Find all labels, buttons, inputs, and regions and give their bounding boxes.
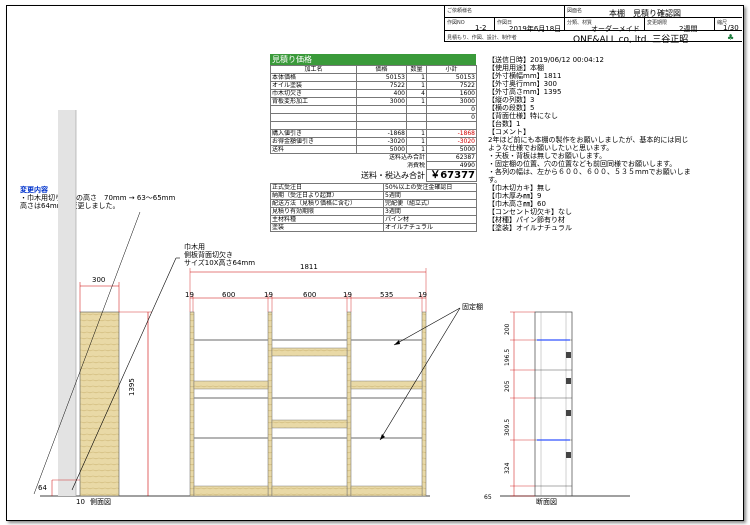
category-cell: 分類、材質 オーダーメイド bbox=[565, 18, 645, 33]
bay-dim: 535 bbox=[380, 291, 394, 299]
fixed-shelf bbox=[350, 380, 423, 390]
maker: ONE&ALL co,.ltd. 三谷正昭 bbox=[573, 35, 689, 45]
spec-line: 【コンセント切欠キ】なし bbox=[488, 208, 572, 216]
bay-dim: 600 bbox=[303, 291, 317, 299]
section-fixed-marks bbox=[537, 339, 570, 441]
spec-line: 【塗装】オイルナチュラル bbox=[488, 224, 572, 232]
spec-line: 【外寸奥行mm】300 bbox=[488, 80, 557, 88]
drawing-name-cell: 図面名 本棚 見積り確認図 bbox=[565, 6, 742, 18]
upright bbox=[267, 311, 273, 497]
drawing-no-caption: 作図NO bbox=[447, 20, 465, 26]
spec-line: 【巾木高さ㎜】60 bbox=[488, 200, 546, 208]
dim-width: 1811 bbox=[300, 263, 318, 271]
spec-line: 【横の段数】5 bbox=[488, 104, 535, 112]
spec-line: 【材種】パイン節有り材 bbox=[488, 216, 565, 224]
adjustable-shelves bbox=[194, 339, 422, 439]
title-block: ご依頼様名 図面名 本棚 見積り確認図 作図NO 1-2 作図日 2019年6月… bbox=[444, 6, 742, 45]
total-row: 送料・税込み合計￥67377 bbox=[361, 169, 477, 182]
company-cell: ご依頼様名 bbox=[445, 6, 565, 18]
logo-icon: ♣ bbox=[727, 33, 735, 42]
upright bbox=[189, 311, 195, 497]
scale-cell: 縮尺 1/30 bbox=[715, 18, 742, 32]
total-value: ￥67377 bbox=[426, 169, 477, 182]
drawing-no: 1-2 bbox=[475, 24, 487, 32]
section-view-label: 断面図 bbox=[536, 498, 557, 506]
side-view-label: 側面図 bbox=[90, 498, 111, 506]
dim-height: 1395 bbox=[128, 378, 136, 396]
spec-line: 【巾木切カキ】無し bbox=[488, 184, 551, 192]
drawing-name: 本棚 見積り確認図 bbox=[609, 9, 681, 18]
date-cell: 作図日 2019年6月18日 bbox=[495, 18, 565, 33]
section-dim: 324 bbox=[504, 462, 511, 474]
board-dim: 19 bbox=[418, 291, 427, 299]
change-note-title: 変更内容 bbox=[20, 186, 48, 194]
spec-line: 【送信日時】2019/06/12 00:04:12 bbox=[488, 56, 605, 64]
period-cell: 変更期限 2週間 bbox=[645, 18, 715, 33]
maker-caption: 見積もり、作図、設計、制作者 bbox=[447, 35, 517, 41]
section-dim: 65 bbox=[484, 494, 492, 501]
spec-line: 2年ほど前にも本棚の製作をお願いしましたが、基本的には同じ bbox=[488, 136, 689, 144]
spec-line: ・固定棚の位置、穴の位置なども前回同様でお願いします。 bbox=[488, 160, 677, 168]
spec-line: 【台数】1 bbox=[488, 120, 521, 128]
board-dim: 19 bbox=[264, 291, 273, 299]
category-caption: 分類、材質 bbox=[567, 20, 593, 26]
fixed-shelf-label: 固定棚 bbox=[462, 303, 483, 311]
section-holes bbox=[566, 352, 571, 458]
spec-line: 【背面仕様】特になし bbox=[488, 112, 558, 120]
date-caption: 作図日 bbox=[497, 20, 513, 26]
board-dim: 19 bbox=[185, 291, 194, 299]
category: オーダーメイド bbox=[591, 25, 640, 33]
scale: 1/30 bbox=[723, 24, 739, 32]
scale-caption: 縮尺 bbox=[717, 20, 728, 26]
base-board bbox=[271, 485, 348, 497]
fixed-shelf bbox=[271, 419, 348, 429]
base-board bbox=[193, 485, 269, 497]
spec-line: ・各列の幅は、左から６００、６００、５３５mmでお願いしま bbox=[488, 168, 691, 176]
side-panel bbox=[79, 311, 120, 497]
change-note-line: ・巾木用切りカキの高さ 70mm → 63～65mm bbox=[20, 194, 176, 202]
date: 2019年6月18日 bbox=[509, 25, 562, 33]
drawing-caption: 図面名 bbox=[567, 8, 583, 14]
estimate-header: 見積り価格 bbox=[270, 54, 476, 65]
maker-cell: 見積もり、作図、設計、制作者 ONE&ALL co,.ltd. 三谷正昭 ♣ bbox=[445, 31, 742, 45]
base-board bbox=[350, 485, 423, 497]
spec-line: 【使用用途】本棚 bbox=[488, 64, 544, 72]
upright bbox=[346, 311, 352, 497]
period-caption: 変更期限 bbox=[647, 20, 668, 26]
bay-dim: 600 bbox=[222, 291, 236, 299]
spec-line: 【コメント】 bbox=[488, 128, 530, 136]
wall bbox=[58, 110, 76, 496]
fixed-shelf bbox=[271, 347, 348, 357]
section-dim: 309.5 bbox=[504, 418, 511, 436]
spec-line: ・天板・背板は無しでお願いします。 bbox=[488, 152, 607, 160]
fixed-shelf bbox=[193, 380, 269, 390]
upright bbox=[421, 311, 427, 497]
spec-line: 【外寸高さmm】1395 bbox=[488, 88, 562, 96]
drawing-no-cell: 作図NO 1-2 bbox=[445, 18, 495, 32]
section-outline bbox=[534, 311, 573, 497]
info-row: 塗装オイルナチュラル bbox=[270, 223, 477, 232]
section-dim: 196.5 bbox=[504, 348, 511, 366]
spec-line: 【縦の列数】3 bbox=[488, 96, 535, 104]
dim-depth: 300 bbox=[92, 276, 106, 284]
company-caption: ご依頼様名 bbox=[447, 8, 473, 14]
board-dim: 19 bbox=[343, 291, 352, 299]
period: 2週間 bbox=[679, 25, 698, 33]
section-dim: 200 bbox=[504, 323, 511, 335]
spec-line: す。 bbox=[488, 176, 502, 184]
notch-note: 巾木用 側板背面切欠き サイズ10X高さ64mm bbox=[184, 243, 256, 267]
dim-notch-w: 10 bbox=[76, 498, 85, 506]
dim-notch-h: 64 bbox=[38, 484, 47, 492]
spec-line: 【巾木厚み㎜】9 bbox=[488, 192, 542, 200]
section-dim: 205 bbox=[504, 380, 511, 392]
spec-line: 【外寸横幅mm】1811 bbox=[488, 72, 562, 80]
spec-line: ような仕様でお願いしたいと思います。 bbox=[488, 144, 614, 152]
spec-text: 【送信日時】2019/06/12 00:04:12 【使用用途】本棚 【外寸横幅… bbox=[488, 56, 738, 240]
